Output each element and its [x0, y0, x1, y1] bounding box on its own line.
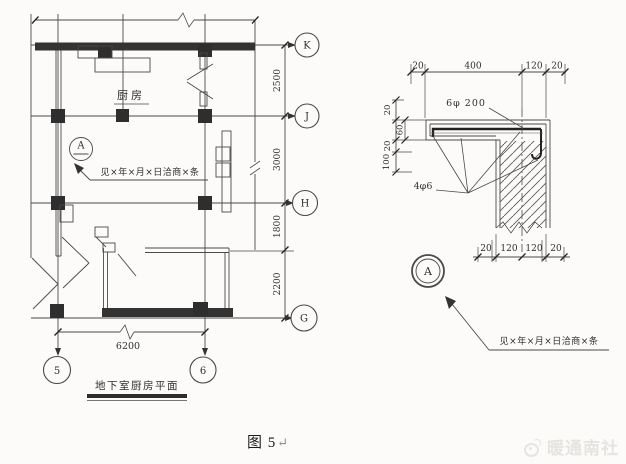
dim-3000: 3000: [273, 148, 283, 171]
top-rebar-label: 6φ 200: [446, 98, 486, 109]
dim-top-400: 400: [464, 62, 481, 72]
axis-label-G: G: [300, 314, 308, 325]
plan-note: 见×年×月×日洽商×条: [101, 166, 200, 178]
axis-label-5: 5: [54, 366, 60, 377]
grid-bubble-5: [42, 355, 72, 385]
grid-bubble-H: [291, 189, 319, 217]
room-label: 厨房: [117, 89, 145, 102]
dim-2500: 2500: [273, 69, 283, 92]
detail-marker: A: [411, 254, 445, 288]
dim-left-60: 60: [396, 125, 406, 136]
dim-top-20a: 20: [412, 62, 424, 72]
plan-title-underline: [87, 394, 187, 398]
detail-rebar: [431, 127, 543, 160]
axis-arrow-5: [55, 348, 61, 356]
detail-bubble-letter: A: [423, 265, 433, 278]
detail-note: 见×年×月×日洽商×条: [500, 335, 599, 347]
detail-outline: [425, 119, 551, 234]
main-rebar-label: 4φ6: [414, 181, 433, 192]
watermark: 暖通南社: [524, 434, 619, 459]
plan-fixtures: [31, 45, 231, 310]
dim-left-20a: 20: [383, 105, 393, 116]
weibo-eye-icon: [524, 438, 542, 457]
figure-caption: 图 5↵: [247, 431, 289, 452]
plan-labels: 厨房 A 见×年×月×日洽商×条 地下室厨房平面: [69, 89, 208, 401]
plan-title: 地下室厨房平面: [95, 379, 179, 392]
grid-bubble-G: [290, 304, 318, 332]
detail-marker-bubble: [69, 137, 93, 161]
plan-dimensions: 2500 3000 1800 2200 6200: [54, 41, 289, 356]
axis-label-6: 6: [200, 366, 206, 377]
detail-note-group: 见×年×月×日洽商×条: [445, 296, 609, 351]
dim-left-100: 100: [382, 154, 392, 170]
wall-hatch: [500, 141, 546, 228]
detail-bubble-outer: [411, 254, 445, 288]
dim-left-20b: 20: [383, 141, 393, 152]
axis-arrow-6: [202, 348, 208, 356]
dim-2200: 2200: [273, 272, 283, 295]
plan-grid-lines: [30, 12, 294, 352]
figure-caption-text: 图 5: [247, 435, 277, 451]
grid-bubble-K: [294, 32, 320, 58]
section-detail-drawing: 20 400 120 20 20 60 20 100 20 120 120 20: [382, 62, 609, 351]
dim-1800: 1800: [273, 215, 283, 238]
grid-bubble-6: [189, 356, 217, 384]
dim-top-120: 120: [525, 62, 542, 72]
detail-note-arrowhead: [445, 296, 456, 309]
detail-marker-letter: A: [76, 141, 85, 152]
detail-bubble-inner: [415, 258, 441, 284]
watermark-text: 暖通南社: [547, 439, 619, 458]
detail-callouts: 6φ 200 4φ6: [414, 98, 539, 194]
axis-label-J: J: [304, 112, 309, 123]
note-arrowhead: [74, 163, 84, 174]
axis-label-K: K: [303, 41, 311, 52]
detail-dims-left: 20 60 20 100: [382, 96, 426, 176]
dim-bot-20b: 20: [550, 244, 562, 254]
dim-6200: 6200: [116, 341, 140, 352]
plan-grid-bubbles: K J H G 5 6: [42, 32, 320, 385]
grid-bubble-J: [294, 103, 320, 129]
plan-columns: [50, 44, 212, 318]
dim-bot-120a: 120: [500, 244, 517, 254]
paragraph-return-mark: ↵: [277, 435, 290, 450]
plan-walls: [35, 42, 255, 317]
dim-bot-20a: 20: [480, 244, 492, 254]
dim-top-20b: 20: [551, 62, 563, 72]
detail-dims-top: 20 400 120 20: [407, 62, 569, 118]
floor-plan-drawing: 2500 3000 1800 2200 6200 K J H G 5 6: [30, 12, 320, 401]
dim-bot-120b: 120: [525, 244, 542, 254]
detail-dims-bottom: 20 120 120 20: [473, 234, 570, 262]
axis-label-H: H: [301, 199, 310, 210]
